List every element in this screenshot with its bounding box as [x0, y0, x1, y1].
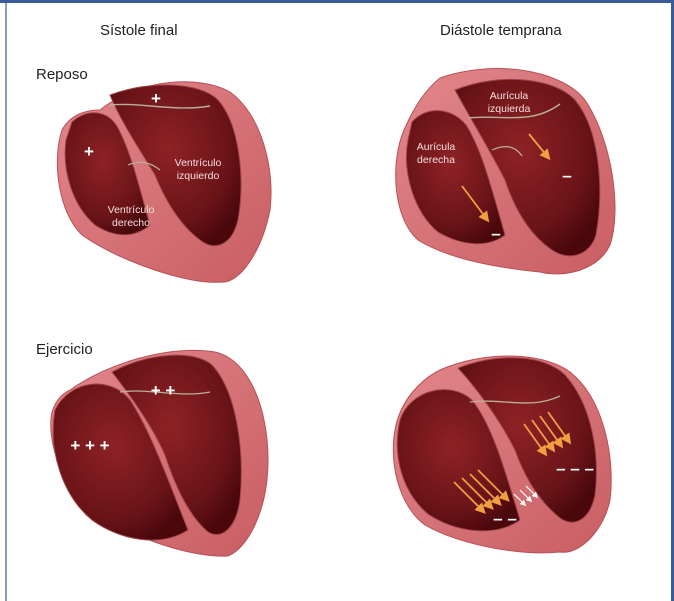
label-left-atrium-1: Aurícula [490, 90, 529, 102]
sign-rest-diastole-ra: – [491, 224, 500, 243]
sign-rest-systole-lv: + [151, 89, 161, 108]
label-left-ventricle-2: izquierdo [177, 170, 220, 182]
row-label-exercise: Ejercicio [36, 341, 93, 358]
heart-exercise-diastole: – – – – – [393, 356, 611, 553]
label-left-atrium-2: izquierda [488, 103, 531, 115]
heart-rest-systole: + + Ventrículo izquierdo Ventrículo dere… [57, 82, 271, 282]
column-title-diastole: Diástole temprana [440, 22, 562, 39]
sign-rest-systole-rv: + [84, 142, 94, 161]
heart-rest-diastole: Aurícula izquierda Aurícula derecha – – [396, 69, 615, 274]
sign-exercise-diastole-lv: – – – [556, 459, 594, 478]
label-left-ventricle-1: Ventrículo [175, 157, 222, 169]
sign-exercise-systole-rv: + + + [70, 436, 109, 455]
row-label-rest: Reposo [36, 66, 88, 83]
label-right-ventricle-1: Ventrículo [108, 204, 155, 216]
label-right-atrium-1: Aurícula [417, 141, 456, 153]
column-title-systole: Sístole final [100, 22, 178, 39]
label-right-atrium-2: derecha [417, 154, 455, 166]
sign-exercise-diastole-rv: – – [493, 509, 517, 528]
sign-rest-diastole-la: – [562, 166, 571, 185]
label-right-ventricle-2: derecho [112, 217, 150, 229]
sign-exercise-systole-lv: + + [151, 381, 176, 400]
heart-exercise-systole: + + + + + [51, 350, 268, 556]
